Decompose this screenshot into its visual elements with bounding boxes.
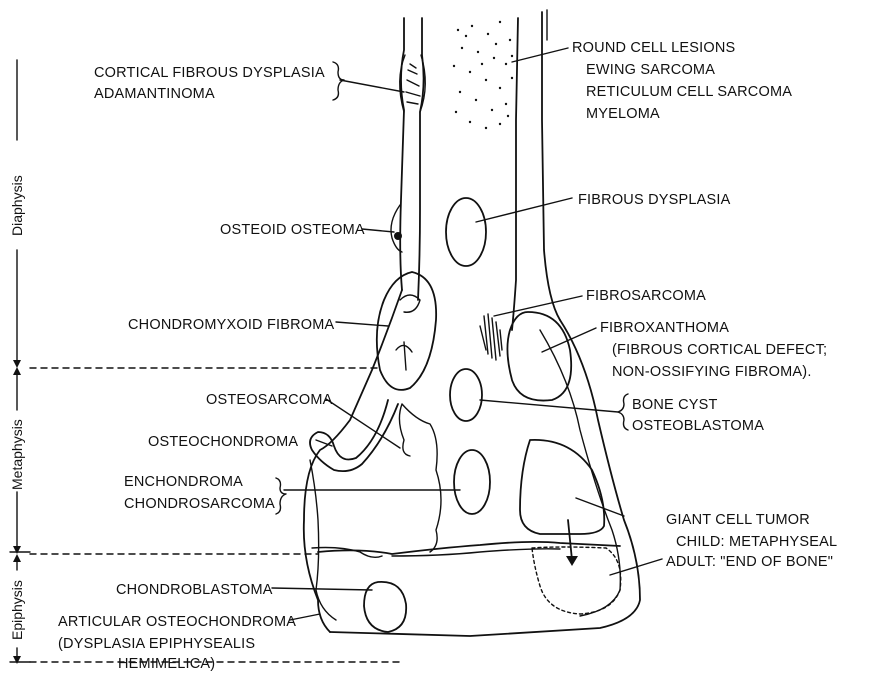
label-ewing-sarcoma: EWING SARCOMA (586, 62, 715, 78)
zone-axis (10, 60, 30, 664)
giant-cell-tumor-child-lesion (520, 440, 604, 534)
leader-fibrous-dysplasia (476, 198, 572, 222)
leader-bone-cyst (480, 400, 618, 412)
leader-round-cell (512, 48, 568, 62)
label-giant-cell-tumor: GIANT CELL TUMOR (666, 512, 810, 528)
label-osteoid-osteoma: OSTEOID OSTEOMA (220, 222, 365, 238)
label-fibrous-dysplasia: FIBROUS DYSPLASIA (578, 192, 731, 208)
fibrosarcoma-lesion (480, 314, 502, 360)
chondromyxoid-fibroma-swirl (396, 295, 420, 370)
right-outer-cortex (542, 12, 560, 320)
bone-cyst-lesion (450, 369, 482, 421)
fibroxanthoma-lesion (507, 312, 571, 401)
osteosarcoma-lesion (399, 404, 441, 552)
brace-bone-cyst (618, 394, 628, 430)
label-hemimelica: HEMIMELICA) (118, 656, 215, 672)
zone-label-diaphysis: Diaphysis (9, 175, 25, 236)
round-cell-stipple (453, 21, 513, 129)
fibrous-dysplasia-lesion (446, 198, 486, 266)
label-osteosarcoma: OSTEOSARCOMA (206, 392, 333, 408)
left-metaphysis-outline (304, 290, 402, 632)
giant-cell-arrow (568, 520, 572, 560)
leader-chondromyxoid (336, 322, 388, 326)
label-cortical-fibrous-dysplasia: CORTICAL FIBROUS DYSPLASIA (94, 65, 325, 81)
label-adamantinoma: ADAMANTINOMA (94, 86, 215, 102)
lesion-labels: CORTICAL FIBROUS DYSPLASIA ADAMANTINOMA … (58, 40, 837, 672)
zone-label-metaphysis: Metaphysis (9, 419, 25, 490)
label-child-metaphyseal: CHILD: METAPHYSEAL (676, 534, 837, 550)
brace-cortical (333, 62, 344, 100)
growth-plate-lower (392, 549, 560, 556)
label-osteoblastoma: OSTEOBLASTOMA (632, 418, 764, 434)
enchondroma-lesion (454, 450, 490, 514)
braces (276, 62, 628, 514)
zone-label-epiphysis: Epiphysis (9, 580, 25, 640)
leader-cortical-fibrous (340, 80, 404, 92)
chondromyxoid-fibroma-lesion (377, 272, 436, 390)
growth-plate (318, 542, 620, 554)
label-chondroblastoma: CHONDROBLASTOMA (116, 582, 273, 598)
label-chondromyxoid-fibroma: CHONDROMYXOID FIBROMA (128, 317, 335, 333)
label-bone-cyst: BONE CYST (632, 397, 718, 413)
leader-osteoid-osteoma (362, 229, 394, 232)
label-osteochondroma: OSTEOCHONDROMA (148, 434, 298, 450)
leader-giant-cell-child (576, 498, 624, 516)
label-round-cell-lesions: ROUND CELL LESIONS (572, 40, 735, 56)
leader-chondroblastoma (272, 588, 372, 590)
lesions (310, 21, 621, 632)
label-dysplasia-epiphysealis: (DYSPLASIA EPIPHYSEALIS (58, 636, 255, 652)
osteoid-osteoma-nidus (394, 232, 402, 240)
label-fibroxanthoma: FIBROXANTHOMA (600, 320, 729, 336)
label-chondrosarcoma: CHONDROSARCOMA (124, 496, 275, 512)
right-inner-cortex (512, 18, 518, 330)
right-metaphysis-inner (540, 330, 620, 616)
label-enchondroma: ENCHONDROMA (124, 474, 243, 490)
label-non-ossifying-fibroma: NON-OSSIFYING FIBROMA). (612, 364, 812, 380)
giant-cell-arrowhead (566, 556, 578, 566)
left-metaphysis-inner (310, 460, 336, 620)
label-reticulum-cell-sarcoma: RETICULUM CELL SARCOMA (586, 84, 792, 100)
label-fibrous-cortical-defect: (FIBROUS CORTICAL DEFECT; (612, 342, 827, 358)
label-myeloma: MYELOMA (586, 106, 660, 122)
brace-enchondroma (276, 478, 286, 514)
label-articular-osteochondroma: ARTICULAR OSTEOCHONDROMA (58, 614, 296, 630)
label-adult-end-of-bone: ADULT: "END OF BONE" (666, 554, 833, 570)
label-fibrosarcoma: FIBROSARCOMA (586, 288, 706, 304)
